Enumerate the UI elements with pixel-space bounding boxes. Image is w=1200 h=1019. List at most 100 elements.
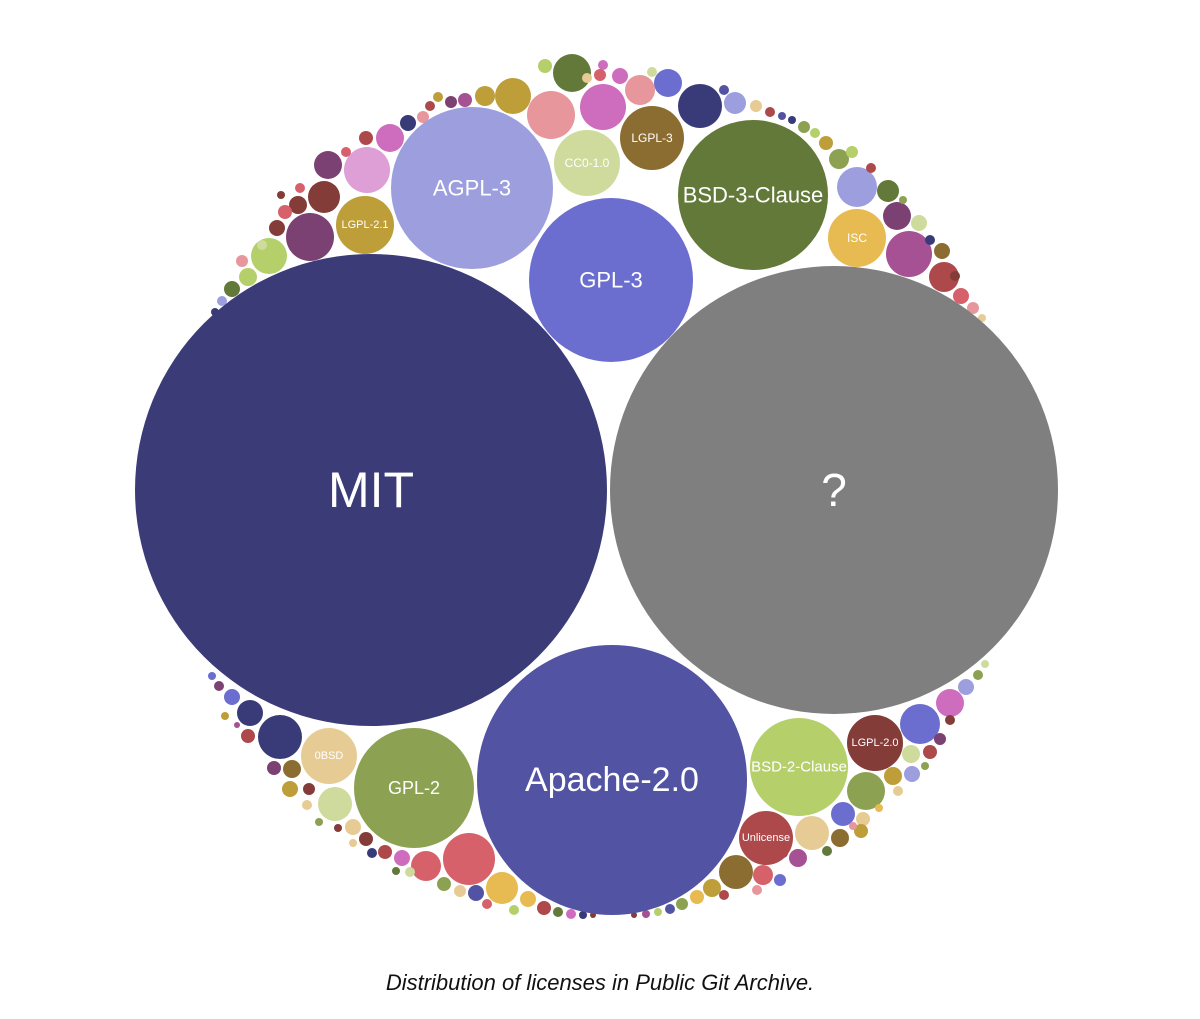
minor-license-bubble: [257, 240, 267, 250]
minor-license-bubble: [538, 59, 552, 73]
minor-license-bubble: [282, 781, 298, 797]
minor-license-bubble: [719, 855, 753, 889]
minor-license-bubble: [899, 196, 907, 204]
bubble-label: BSD-3-Clause: [683, 183, 824, 208]
minor-license-bubble: [303, 783, 315, 795]
bubble-circle: [477, 645, 747, 915]
minor-license-bubble: [458, 93, 472, 107]
minor-license-bubble: [665, 904, 675, 914]
minor-license-bubble: [392, 867, 400, 875]
minor-license-bubble: [468, 885, 484, 901]
minor-license-bubble: [400, 115, 416, 131]
minor-license-bubble: [911, 215, 927, 231]
minor-license-bubble: [847, 772, 885, 810]
minor-license-bubble: [703, 879, 721, 897]
bubble-label: GPL-3: [579, 268, 643, 293]
bubble-circle: [301, 728, 357, 784]
minor-license-bubble: [217, 296, 227, 306]
minor-license-bubble: [520, 891, 536, 907]
minor-license-bubble: [719, 890, 729, 900]
minor-license-bubble: [295, 183, 305, 193]
minor-license-bubble: [341, 147, 351, 157]
minor-license-bubble: [829, 149, 849, 169]
minor-license-bubble: [443, 833, 495, 885]
minor-license-bubble: [277, 191, 285, 199]
minor-license-bubble: [798, 121, 810, 133]
minor-license-bubble: [359, 832, 373, 846]
bubble-label: LGPL-2.1: [341, 219, 388, 231]
minor-license-bubble: [376, 124, 404, 152]
bubble-label: LGPL-2.0: [851, 737, 898, 749]
minor-license-bubble: [367, 848, 377, 858]
minor-license-bubble: [875, 804, 883, 812]
minor-license-bubble: [349, 839, 357, 847]
bubble-circle: [554, 130, 620, 196]
minor-license-bubble: [934, 243, 950, 259]
minor-license-bubble: [308, 181, 340, 213]
minor-license-bubble: [454, 885, 466, 897]
minor-license-bubble: [724, 92, 746, 114]
minor-license-bubble: [267, 761, 281, 775]
license-bubble: MIT: [135, 254, 607, 726]
minor-license-bubble: [789, 849, 807, 867]
minor-license-bubble: [236, 255, 248, 267]
minor-license-bubble: [314, 151, 342, 179]
minor-license-bubble: [810, 128, 820, 138]
bubble-circle: [739, 811, 793, 865]
minor-license-bubble: [566, 909, 576, 919]
minor-license-bubble: [495, 78, 531, 114]
bubble-circle: [610, 266, 1058, 714]
minor-license-bubble: [950, 271, 960, 281]
minor-license-bubble: [598, 60, 608, 70]
license-bubble: GPL-2: [354, 728, 474, 848]
minor-license-bubble: [237, 700, 263, 726]
minor-license-bubble: [958, 679, 974, 695]
minor-license-bubble: [945, 715, 955, 725]
minor-license-bubble: [904, 766, 920, 782]
minor-license-bubble: [334, 824, 342, 832]
minor-license-bubble: [921, 762, 929, 770]
bubble-circle: [391, 107, 553, 269]
bubble-label: LGPL-3: [631, 131, 673, 145]
bubble-circle: [828, 209, 886, 267]
license-bubble: ISC: [828, 209, 886, 267]
minor-license-bubble: [315, 818, 323, 826]
minor-license-bubble: [978, 314, 986, 322]
minor-license-bubble: [923, 745, 937, 759]
minor-license-bubble: [482, 899, 492, 909]
minor-license-bubble: [553, 907, 563, 917]
minor-license-bubble: [973, 670, 983, 680]
minor-license-bubble: [676, 898, 688, 910]
minor-license-bubble: [642, 910, 650, 918]
bubble-circle: [336, 196, 394, 254]
bubble-circle: [847, 715, 903, 771]
minor-license-bubble: [582, 73, 592, 83]
license-bubble: GPL-3: [529, 198, 693, 362]
minor-license-bubble: [900, 704, 940, 744]
minor-license-bubble: [822, 846, 832, 856]
minor-license-bubble: [654, 69, 682, 97]
minor-license-bubble: [934, 733, 946, 745]
minor-license-bubble: [509, 905, 519, 915]
minor-license-bubble: [902, 745, 920, 763]
minor-license-bubble: [849, 822, 857, 830]
minor-license-bubble: [612, 68, 628, 84]
minor-license-bubble: [678, 84, 722, 128]
minor-license-bubble: [224, 689, 240, 705]
minor-license-bubble: [537, 901, 551, 915]
minor-license-bubble: [877, 180, 899, 202]
minor-license-bubble: [778, 112, 786, 120]
minor-license-bubble: [753, 865, 773, 885]
bubble-circle: [529, 198, 693, 362]
minor-license-bubble: [283, 760, 301, 778]
minor-license-bubble: [765, 107, 775, 117]
minor-license-bubble: [394, 850, 410, 866]
bubble-label: AGPL-3: [433, 176, 511, 201]
minor-license-bubble: [241, 729, 255, 743]
minor-license-bubble: [856, 812, 870, 826]
minor-license-bubble: [486, 872, 518, 904]
bubble-circle: [135, 254, 607, 726]
minor-license-bubble: [625, 75, 655, 105]
minor-license-bubble: [967, 302, 979, 314]
bubble-label: BSD-2-Clause: [751, 759, 847, 776]
